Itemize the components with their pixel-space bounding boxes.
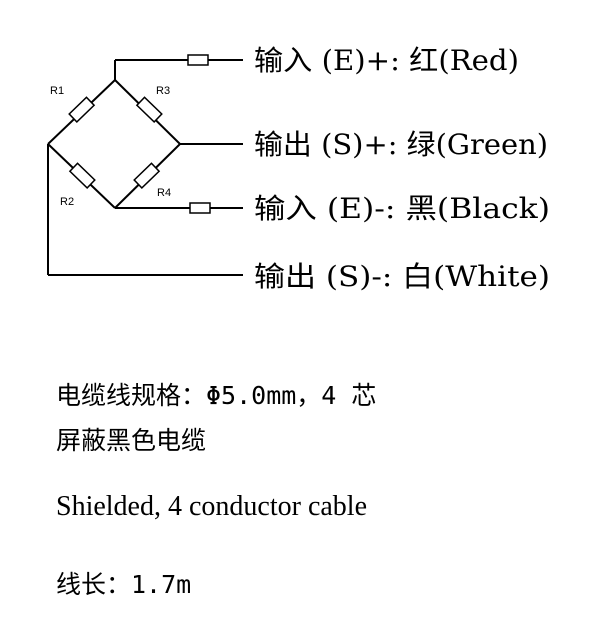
resistor-r4 <box>133 162 161 189</box>
cable-description-cn: 屏蔽黑色电缆 <box>56 426 207 455</box>
resistor-r2 <box>68 162 96 189</box>
label-r3: R3 <box>156 85 170 97</box>
lead-resistor-black <box>189 202 211 214</box>
cable-length: 线长：1.7m <box>56 570 192 599</box>
wheatstone-bridge-diagram: R1 R2 R3 R4 输入 (E)+: 红(Red) 输出 (S)+: 绿(G… <box>47 44 550 293</box>
wire-label-input-negative: 输入 (E)-: 黑(Black) <box>254 192 550 225</box>
label-r2: R2 <box>60 196 74 208</box>
wire-label-input-positive: 输入 (E)+: 红(Red) <box>254 44 519 77</box>
lead-resistor-red <box>187 54 209 66</box>
label-r1: R1 <box>50 85 64 97</box>
cable-spec: 电缆线规格：Φ5.0mm，4 芯 <box>56 381 377 410</box>
wire-label-output-negative: 输出 (S)-: 白(White) <box>254 260 550 293</box>
wire-label-output-positive: 输出 (S)+: 绿(Green) <box>254 128 548 161</box>
cable-description-en: Shielded, 4 conductor cable <box>56 491 368 522</box>
resistor-r1 <box>68 96 96 123</box>
resistor-r3 <box>135 96 163 123</box>
label-r4: R4 <box>157 187 171 199</box>
